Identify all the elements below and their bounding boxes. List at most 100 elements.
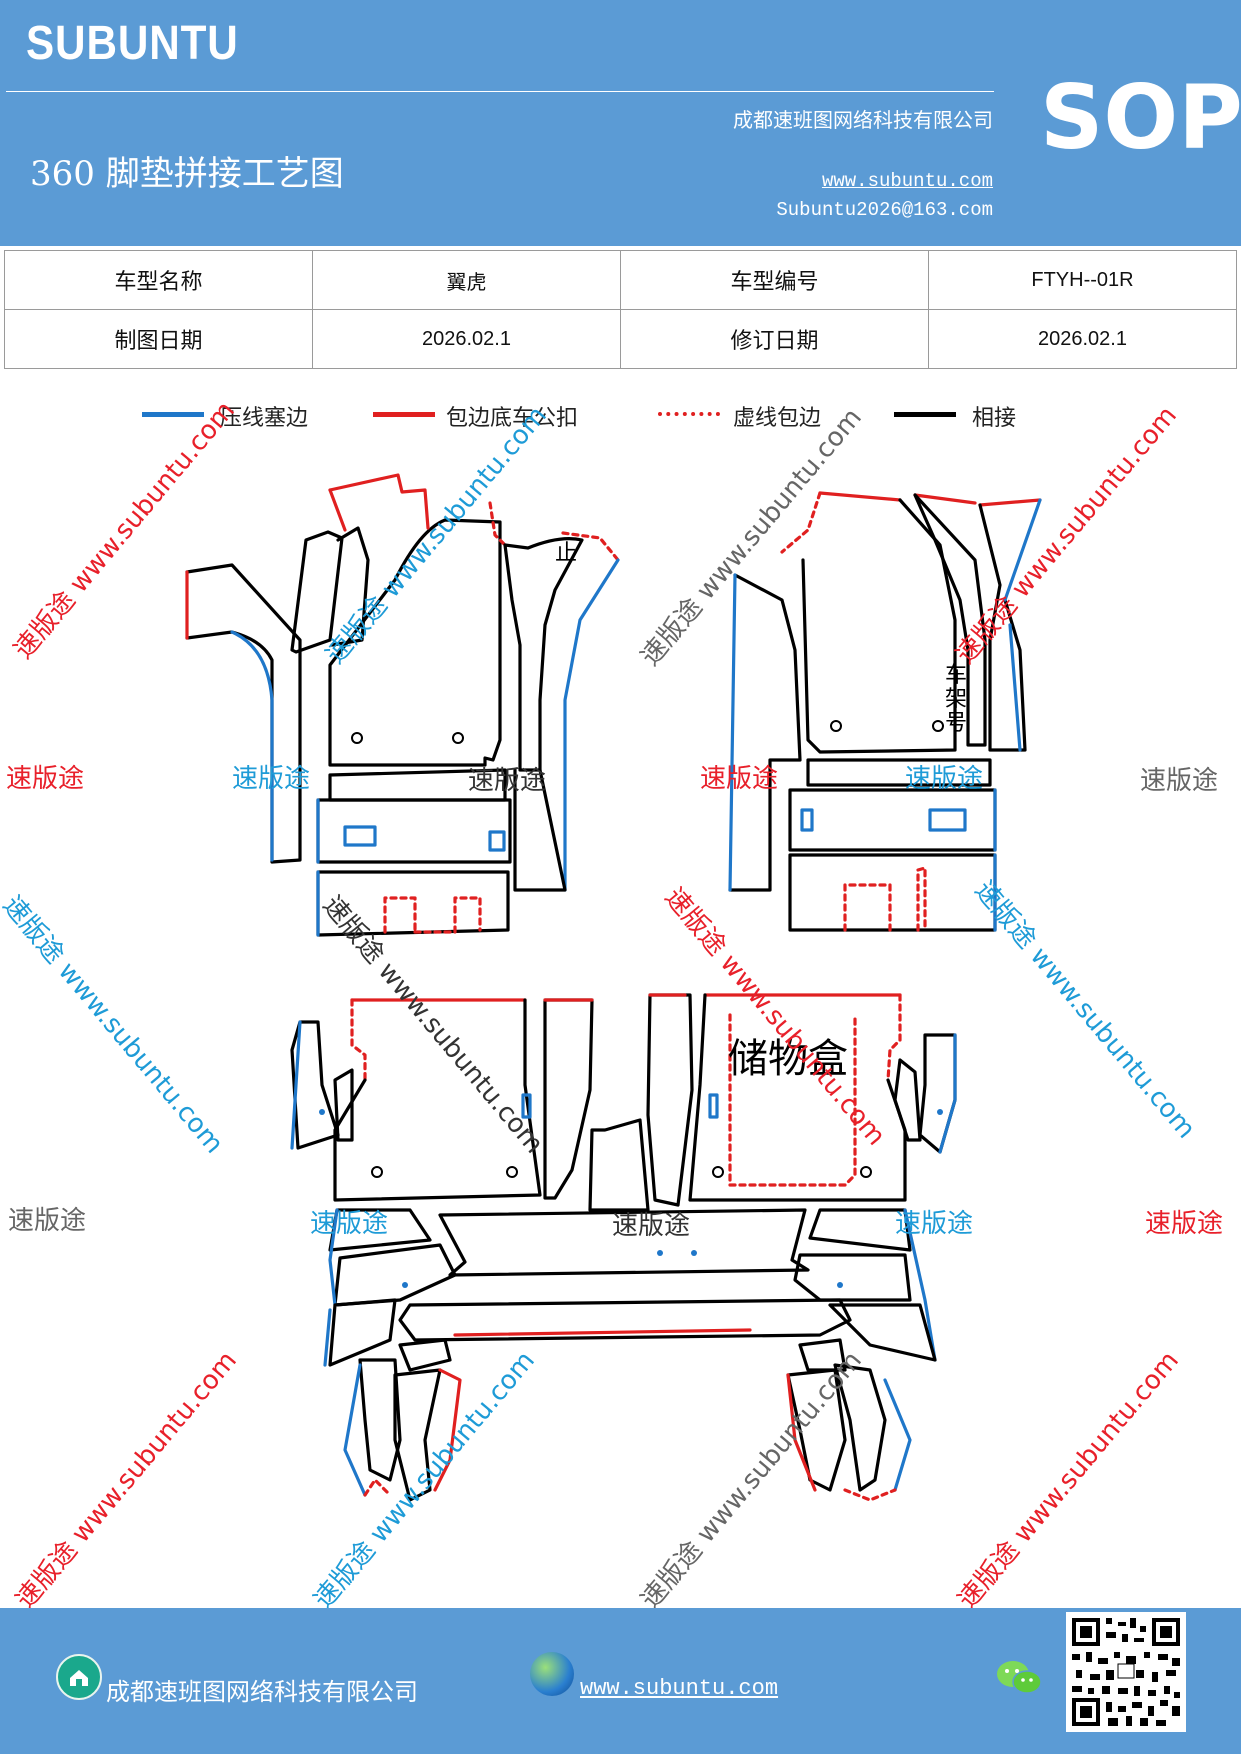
mat-edge-red bbox=[843, 883, 892, 932]
front-right-mat-group: 车 架 号 bbox=[728, 491, 1042, 932]
wechat-icon bbox=[995, 1658, 1045, 1698]
mat-piece bbox=[185, 563, 302, 864]
mat-piece bbox=[358, 1358, 402, 1482]
mat-edge-red bbox=[818, 491, 902, 502]
mat-edge-blue bbox=[323, 1308, 332, 1367]
legend-line-blue bbox=[142, 412, 204, 417]
mat-piece bbox=[788, 853, 997, 932]
legend-label: 压线塞边 bbox=[220, 406, 309, 431]
rear-mat-group: 储物盒 bbox=[290, 993, 957, 1502]
legend-label: 相接 bbox=[972, 406, 1017, 431]
company-name: 成都速班图网络科技有限公司 bbox=[733, 108, 993, 132]
mat-edge-red bbox=[433, 1368, 462, 1492]
website-link[interactable]: www.subuntu.com bbox=[821, 170, 993, 192]
model-name-value: 翼虎 bbox=[312, 250, 621, 310]
sop-label: SOP bbox=[1040, 66, 1241, 169]
model-code-label: 车型编号 bbox=[620, 250, 929, 310]
table-row: 车型名称 翼虎 车型编号 FTYH--01R bbox=[4, 250, 1237, 310]
header-banner: SUBUNTU 成都速班图网络科技有限公司 360 脚垫拼接工艺图 www.su… bbox=[0, 0, 1241, 246]
stop-mark: 止 bbox=[555, 541, 577, 566]
watermark-text: 速版途 bbox=[232, 764, 311, 794]
qr-code bbox=[1066, 1612, 1186, 1732]
mat-edge-red bbox=[453, 1328, 752, 1337]
mat-edge-blue bbox=[343, 1363, 367, 1497]
footer-banner: 成都速班图网络科技有限公司 www.subuntu.com bbox=[0, 1608, 1241, 1754]
table-row: 制图日期 2026.02.1 修订日期 2026.02.1 bbox=[4, 309, 1237, 369]
mat-piece bbox=[398, 1338, 452, 1372]
mat-piece bbox=[913, 493, 987, 747]
mat-edge-red bbox=[886, 993, 902, 1082]
mat-piece bbox=[806, 758, 992, 787]
mat-piece bbox=[316, 798, 512, 864]
mat-piece bbox=[438, 1208, 810, 1277]
mat-piece bbox=[513, 768, 567, 892]
mat-edge-blue bbox=[938, 1033, 957, 1154]
frame-number-char: 号 bbox=[945, 711, 967, 736]
legend-line-black bbox=[894, 412, 956, 417]
mat-piece bbox=[793, 1253, 912, 1302]
footer-website-link[interactable]: www.subuntu.com bbox=[580, 1676, 779, 1701]
mat-edge-red bbox=[328, 473, 430, 530]
mat-edge-red bbox=[328, 488, 347, 532]
front-left-mat-group: 止 bbox=[185, 473, 620, 937]
model-code-value: FTYH--01R bbox=[928, 250, 1237, 310]
watermark-text: 速版途 bbox=[468, 766, 547, 796]
mat-piece bbox=[588, 1118, 650, 1212]
mat-piece bbox=[833, 1363, 887, 1492]
watermark-text: 速版途 bbox=[905, 764, 984, 794]
page-title: 360 脚垫拼接工艺图 bbox=[30, 154, 344, 194]
mat-edge-red bbox=[843, 1488, 897, 1502]
mat-piece bbox=[398, 1298, 852, 1342]
storage-box-outline bbox=[728, 1013, 857, 1187]
storage-box-label: 储物盒 bbox=[728, 1036, 848, 1082]
vehicle-info-table: 车型名称 翼虎 车型编号 FTYH--01R 制图日期 2026.02.1 修订… bbox=[4, 250, 1237, 369]
mat-edge-blue bbox=[290, 1020, 302, 1150]
mat-piece bbox=[978, 503, 1027, 752]
email-address: Subuntu2026@163.com bbox=[776, 199, 993, 221]
mat-piece bbox=[801, 498, 957, 754]
mat-edge-red bbox=[978, 498, 1042, 507]
draw-date-label: 制图日期 bbox=[4, 309, 313, 369]
mat-piece bbox=[798, 1338, 847, 1372]
mat-edge-red bbox=[916, 866, 927, 932]
mat-edge-red bbox=[413, 896, 482, 934]
home-icon bbox=[56, 1654, 102, 1700]
watermark-text: 速版途 bbox=[8, 1206, 87, 1236]
watermark-text: 速版途 bbox=[895, 1209, 974, 1239]
brand-logo: SUBUNTU bbox=[26, 17, 239, 70]
mat-piece bbox=[893, 1058, 922, 1142]
mat-piece bbox=[328, 518, 502, 767]
footer-company: 成都速班图网络科技有限公司 bbox=[106, 1678, 418, 1706]
mat-piece bbox=[330, 526, 370, 647]
mat-edge-red bbox=[350, 998, 367, 1082]
globe-icon bbox=[530, 1652, 574, 1696]
mat-piece bbox=[543, 998, 594, 1200]
legend-line-red-dotted bbox=[658, 412, 720, 416]
watermark-text: 速版途 bbox=[6, 764, 85, 794]
mat-piece bbox=[918, 1033, 957, 1154]
mat-edge-red bbox=[383, 896, 417, 934]
legend-line-red bbox=[373, 412, 435, 417]
frame-number-char: 架 bbox=[945, 687, 967, 712]
legend-label: 包边底车公扣 bbox=[446, 406, 579, 431]
mat-edge-blue bbox=[230, 630, 274, 862]
draw-date-value: 2026.02.1 bbox=[312, 309, 621, 369]
mat-edge-blue bbox=[883, 1378, 912, 1492]
header-divider bbox=[6, 91, 994, 92]
mat-edge-red bbox=[786, 1373, 817, 1492]
watermark-text: 速版途 bbox=[310, 1209, 389, 1239]
mat-edge-blue bbox=[1008, 623, 1022, 752]
mat-edge-red bbox=[561, 531, 620, 562]
mat-piece bbox=[808, 1208, 912, 1252]
revision-date-label: 修订日期 bbox=[620, 309, 929, 369]
frame-number-char: 车 bbox=[945, 663, 967, 688]
mat-piece bbox=[728, 573, 802, 892]
mat-piece bbox=[828, 1303, 937, 1362]
mat-edge-blue bbox=[563, 558, 620, 892]
model-name-label: 车型名称 bbox=[4, 250, 313, 310]
mat-edge-red bbox=[488, 501, 507, 547]
mat-piece bbox=[333, 998, 542, 1202]
mat-edge-blue bbox=[1003, 498, 1042, 602]
watermark-text: 速版途 bbox=[700, 764, 779, 794]
